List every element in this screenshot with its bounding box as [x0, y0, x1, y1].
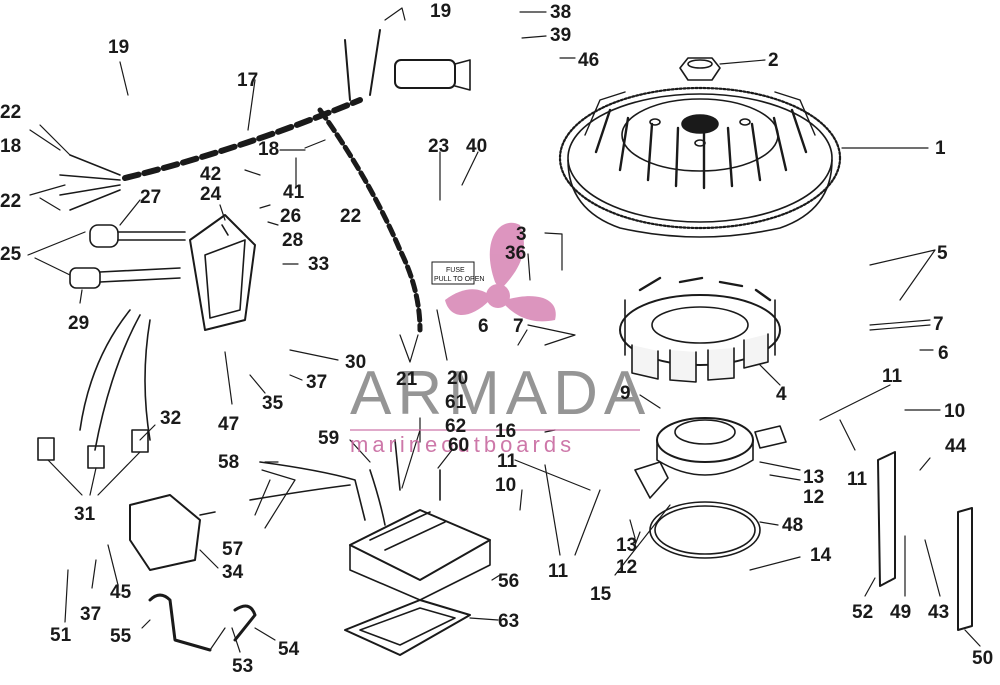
callout-22: 22	[0, 102, 21, 123]
callout-25: 25	[0, 244, 22, 265]
callout-22: 22	[0, 191, 21, 212]
callout-22: 22	[340, 206, 361, 227]
callout-10: 10	[495, 475, 516, 496]
callout-37: 37	[306, 372, 327, 393]
callout-63: 63	[498, 611, 519, 632]
callout-13: 13	[803, 467, 824, 488]
callout-19: 19	[430, 1, 451, 22]
callout-33: 33	[308, 254, 329, 275]
callout-11: 11	[548, 561, 569, 582]
watermark-tagline: marineoutboards	[350, 432, 575, 457]
leader-lines	[27, 7, 981, 653]
callout-12: 12	[803, 487, 824, 508]
gasket	[344, 599, 471, 656]
callout-60: 60	[448, 435, 469, 456]
callout-5: 5	[937, 243, 948, 264]
rectifier	[349, 509, 491, 601]
callout-26: 26	[280, 206, 301, 227]
timer-base	[634, 417, 787, 499]
spark-plug-boots	[148, 593, 257, 652]
callout-18: 18	[0, 136, 21, 157]
fuse-label-tag: FUSE PULL TO OPEN	[431, 261, 484, 285]
callout-48: 48	[782, 515, 803, 536]
callout-labels: 1 2 3 4 5 6 6 7 7 9 10 10 11 11 11 11 12…	[0, 1, 993, 677]
callout-32: 32	[160, 408, 181, 429]
callout-10: 10	[944, 401, 965, 422]
callout-11: 11	[847, 469, 868, 490]
propeller-logo-icon	[445, 222, 556, 322]
callout-2: 2	[768, 50, 779, 71]
callout-19: 19	[108, 37, 129, 58]
callout-28: 28	[282, 230, 303, 251]
callout-11: 11	[497, 451, 518, 472]
callout-13: 13	[616, 535, 637, 556]
callout-24: 24	[200, 184, 222, 205]
callout-37: 37	[80, 604, 101, 625]
callout-14: 14	[810, 545, 832, 566]
callout-1: 1	[935, 138, 946, 159]
callout-12: 12	[616, 557, 637, 578]
callout-7: 7	[513, 316, 524, 337]
callout-47: 47	[218, 414, 239, 435]
callout-43: 43	[928, 602, 949, 623]
mounting-bracket	[877, 451, 973, 631]
callout-52: 52	[852, 602, 873, 623]
callout-9: 9	[620, 383, 631, 404]
callout-45: 45	[110, 582, 132, 603]
coil-leads	[37, 309, 151, 469]
fuse-label-line2: PULL TO OPEN	[434, 276, 484, 283]
callout-39: 39	[550, 25, 571, 46]
callout-36: 36	[505, 243, 526, 264]
callout-54: 54	[278, 639, 300, 660]
spark-plug-leads	[69, 224, 186, 289]
ignition-coil	[129, 494, 216, 571]
wiring-harness	[59, 29, 471, 333]
callout-55: 55	[110, 626, 132, 647]
callout-58: 58	[218, 452, 239, 473]
flywheel-nut	[679, 57, 721, 81]
stator	[619, 276, 781, 383]
callout-17: 17	[237, 70, 258, 91]
callout-21: 21	[396, 369, 418, 390]
fuse-label-line1: FUSE	[446, 267, 465, 274]
callout-46: 46	[578, 50, 599, 71]
callout-6: 6	[478, 316, 489, 337]
callout-42: 42	[200, 164, 221, 185]
callout-53: 53	[232, 656, 253, 677]
callout-61: 61	[445, 392, 467, 413]
power-pack	[189, 214, 256, 331]
callout-31: 31	[74, 504, 96, 525]
armada-watermark: ARMADA marineoutboards	[350, 222, 651, 457]
callout-59: 59	[318, 428, 339, 449]
callout-34: 34	[222, 562, 244, 583]
callout-56: 56	[498, 571, 519, 592]
callout-29: 29	[68, 313, 89, 334]
callout-57: 57	[222, 539, 243, 560]
callout-23: 23	[428, 136, 449, 157]
callout-62: 62	[445, 416, 466, 437]
callout-6: 6	[938, 343, 949, 364]
callout-49: 49	[890, 602, 911, 623]
watermark-brand: ARMADA	[350, 359, 651, 428]
callout-50: 50	[972, 648, 993, 669]
callout-18: 18	[258, 139, 279, 160]
callout-41: 41	[283, 182, 305, 203]
callout-3: 3	[516, 224, 527, 245]
callout-4: 4	[776, 384, 787, 405]
callout-38: 38	[550, 2, 571, 23]
callout-15: 15	[590, 584, 612, 605]
callout-35: 35	[262, 393, 284, 414]
flywheel	[558, 86, 842, 238]
callout-7: 7	[933, 314, 944, 335]
callout-11: 11	[882, 366, 903, 387]
callout-27: 27	[140, 187, 161, 208]
callout-44: 44	[945, 436, 967, 457]
callout-40: 40	[466, 136, 487, 157]
callout-20: 20	[447, 368, 468, 389]
callout-16: 16	[495, 421, 516, 442]
callout-30: 30	[345, 352, 366, 373]
callout-51: 51	[50, 625, 72, 646]
